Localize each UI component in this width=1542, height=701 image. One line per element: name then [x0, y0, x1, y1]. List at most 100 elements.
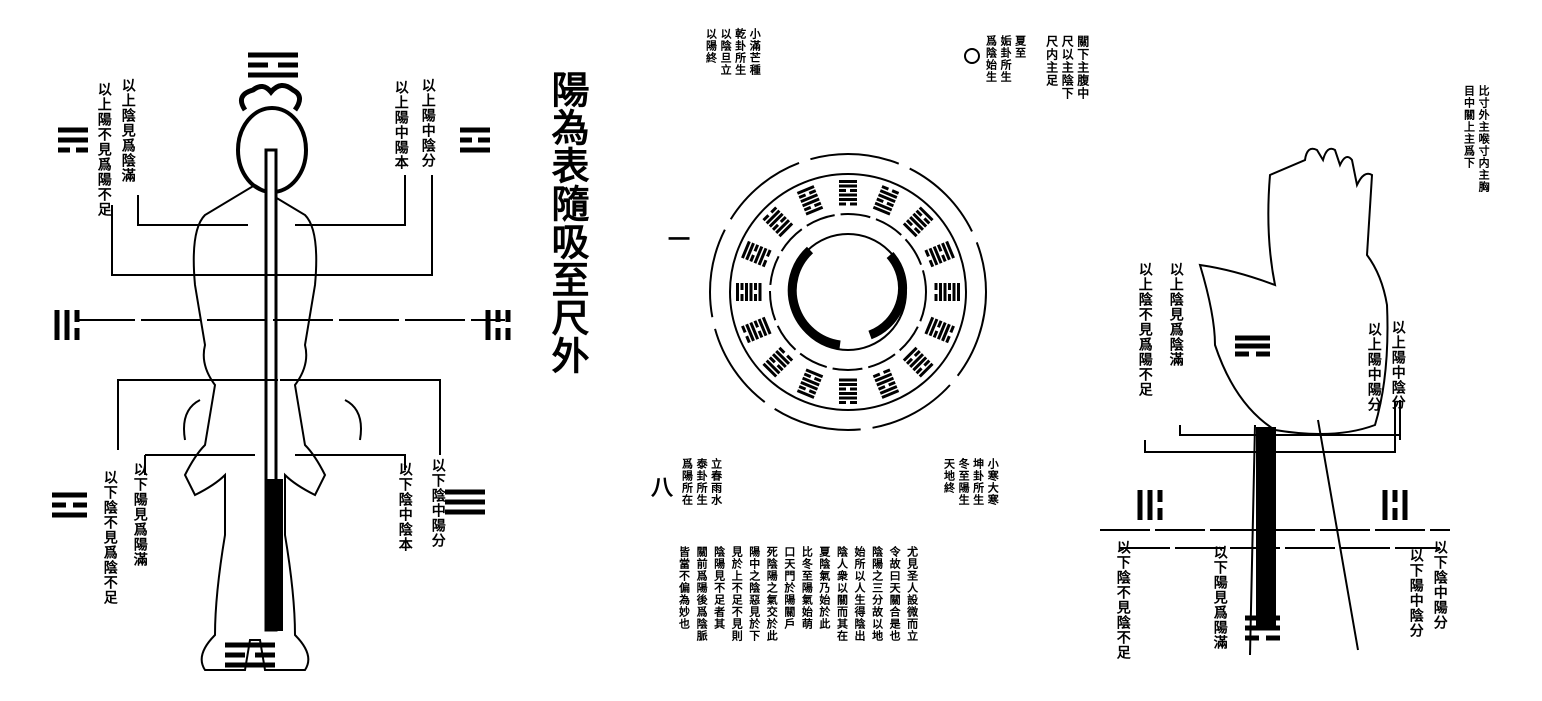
- main-title: 陽為表隨吸至尺外: [545, 70, 590, 374]
- hexagram-line: [941, 242, 951, 261]
- hexagram-line: [771, 353, 787, 369]
- hexagram-line: [924, 249, 935, 268]
- hexagram-line: [796, 389, 815, 399]
- hexagram-line: [876, 376, 895, 387]
- hexagram-line: [775, 219, 791, 235]
- note-top-left: 小滿芒種 乾卦所生 以陰旦立 以陽終: [702, 28, 762, 76]
- commentary-column: 始所以人生得陰出: [853, 546, 867, 642]
- note-line: 天地終: [942, 458, 956, 494]
- circle-marker: [964, 48, 980, 64]
- commentary-column: 比冬至陽氣始萌: [800, 546, 814, 630]
- commentary-column: 皆當不偏為妙也: [677, 546, 691, 630]
- trigrams-left: [52, 52, 511, 668]
- hexagram-line: [775, 349, 791, 365]
- hand-label-bottom-right-2: 以下陽中陰分: [1407, 548, 1424, 638]
- hexagram-line: [932, 245, 943, 264]
- hexagram-line: [902, 346, 918, 362]
- hexagram-line: [803, 372, 822, 383]
- note-line: 目中關上主爲下: [1462, 85, 1476, 169]
- hexagram-line: [874, 372, 893, 383]
- commentary-column: 令故曰天關合是也: [888, 546, 902, 642]
- label-bottom-left-2: 以下陰不見爲陰不足: [101, 470, 118, 605]
- hexagram-line: [741, 325, 751, 344]
- hexagram-line: [877, 380, 896, 391]
- hand-label-bottom-left-2: 以下陰不見陰不足: [1114, 540, 1131, 660]
- hexagram-line: [877, 193, 896, 204]
- hexagram-line: [912, 356, 928, 372]
- hexagram-line: [879, 385, 898, 395]
- hexagram-line: [741, 240, 751, 259]
- hexagram-line: [768, 212, 784, 228]
- note-bottom-left: 立春雨水 泰卦所生 爲陽所在: [678, 458, 723, 506]
- hexagram-line: [918, 362, 934, 378]
- hand-label-bottom-right-1: 以下陰中陽分: [1431, 540, 1448, 630]
- hand-label-left-2: 以上陰不見爲陽不足: [1136, 262, 1153, 397]
- note-top-right-columns: 關下主腹中 尺以主陰下 尺内主足: [1042, 35, 1090, 100]
- hexagram-circle: [709, 153, 987, 431]
- hand-label-right-2: 以上陽中陽分: [1365, 322, 1382, 412]
- hexagram-line: [798, 189, 817, 199]
- hexagram-line: [872, 368, 891, 379]
- note-line: 泰卦所生: [695, 458, 709, 506]
- label-bottom-right-1: 以下陰中陽分: [429, 458, 446, 548]
- commentary-column: 陰陽之三分故以地: [870, 546, 884, 642]
- hexagram-line: [932, 320, 943, 339]
- hexagram-line: [801, 197, 820, 208]
- hexagram-line: [918, 206, 934, 222]
- label-top-left-1: 以上陰見爲陰滿: [119, 78, 136, 183]
- hexagram-line: [872, 205, 891, 216]
- circle-left-label: 一: [668, 227, 691, 253]
- hexagram-line: [936, 244, 947, 263]
- note-line: 尺以主陰下: [1060, 35, 1075, 100]
- hexagram-line: [803, 201, 822, 212]
- hexagram-line: [945, 325, 955, 344]
- note-line: 小寒大寒: [986, 458, 1000, 506]
- hexagram-line: [881, 185, 900, 195]
- hexagram-line: [805, 368, 824, 379]
- hexagram-line: [761, 316, 772, 335]
- note-line: 小滿芒種: [748, 28, 762, 76]
- commentary-column: 陽中之陰惡見於下: [747, 546, 761, 642]
- hand-figure: [1100, 147, 1450, 656]
- label-bottom-right-2: 以下陰中陰本: [396, 462, 413, 552]
- commentary-text: 尤見圣人設微而立令故曰天關合是也陰陽之三分故以地始所以人生得陰出陰人衆以關而其在…: [672, 546, 919, 642]
- hexagram-line: [745, 323, 755, 342]
- hexagram-line: [876, 197, 895, 208]
- hexagram-line: [915, 359, 931, 375]
- note-line: 爲陽所在: [680, 458, 694, 506]
- note-top-right: 夏至 姤卦所生 爲陰始生: [982, 35, 1027, 83]
- hexagram-line: [800, 193, 819, 204]
- hexagram-line: [745, 242, 755, 261]
- label-bottom-left-1: 以下陽見爲陽滿: [131, 462, 148, 567]
- note-bottom-right: 小寒大寒 坤卦所生 冬至陽生 天地終: [940, 458, 1000, 506]
- hexagram-line: [902, 222, 918, 238]
- note-line: 比寸外主喉寸内主胸: [1477, 85, 1491, 193]
- hexagram-line: [945, 240, 955, 259]
- hexagram-line: [905, 349, 921, 365]
- page-number: 八: [651, 475, 674, 501]
- hexagram-line: [805, 205, 824, 216]
- label-top-right-2: 以上陽中陽本: [392, 80, 409, 170]
- commentary-column: 口天門於陽關戶: [782, 546, 796, 630]
- hexagram-line: [905, 219, 921, 235]
- note-line: 以陽終: [704, 28, 718, 64]
- label-top-left-2: 以上陽不見爲陽不足: [95, 82, 112, 217]
- hexagram-line: [796, 185, 815, 195]
- hexagram-line: [749, 321, 760, 340]
- connector-lines: [75, 175, 505, 475]
- hand-label-left-1: 以上陰見爲陰滿: [1167, 262, 1184, 367]
- hexagram-line: [924, 316, 935, 335]
- hexagram-line: [909, 353, 925, 369]
- hexagram-line: [757, 318, 768, 337]
- hexagram-line: [757, 247, 768, 266]
- human-figure: [183, 83, 362, 671]
- commentary-column: 見於上不足不見則: [730, 546, 744, 642]
- hexagram-line: [762, 206, 778, 222]
- note-line: 乾卦所生: [733, 28, 747, 76]
- commentary-column: 死陰陽之氣交於此: [765, 546, 779, 642]
- note-line: 坤卦所生: [971, 458, 985, 506]
- hexagram-line: [881, 389, 900, 399]
- hexagram-line: [928, 318, 939, 337]
- hexagram-line: [915, 209, 931, 225]
